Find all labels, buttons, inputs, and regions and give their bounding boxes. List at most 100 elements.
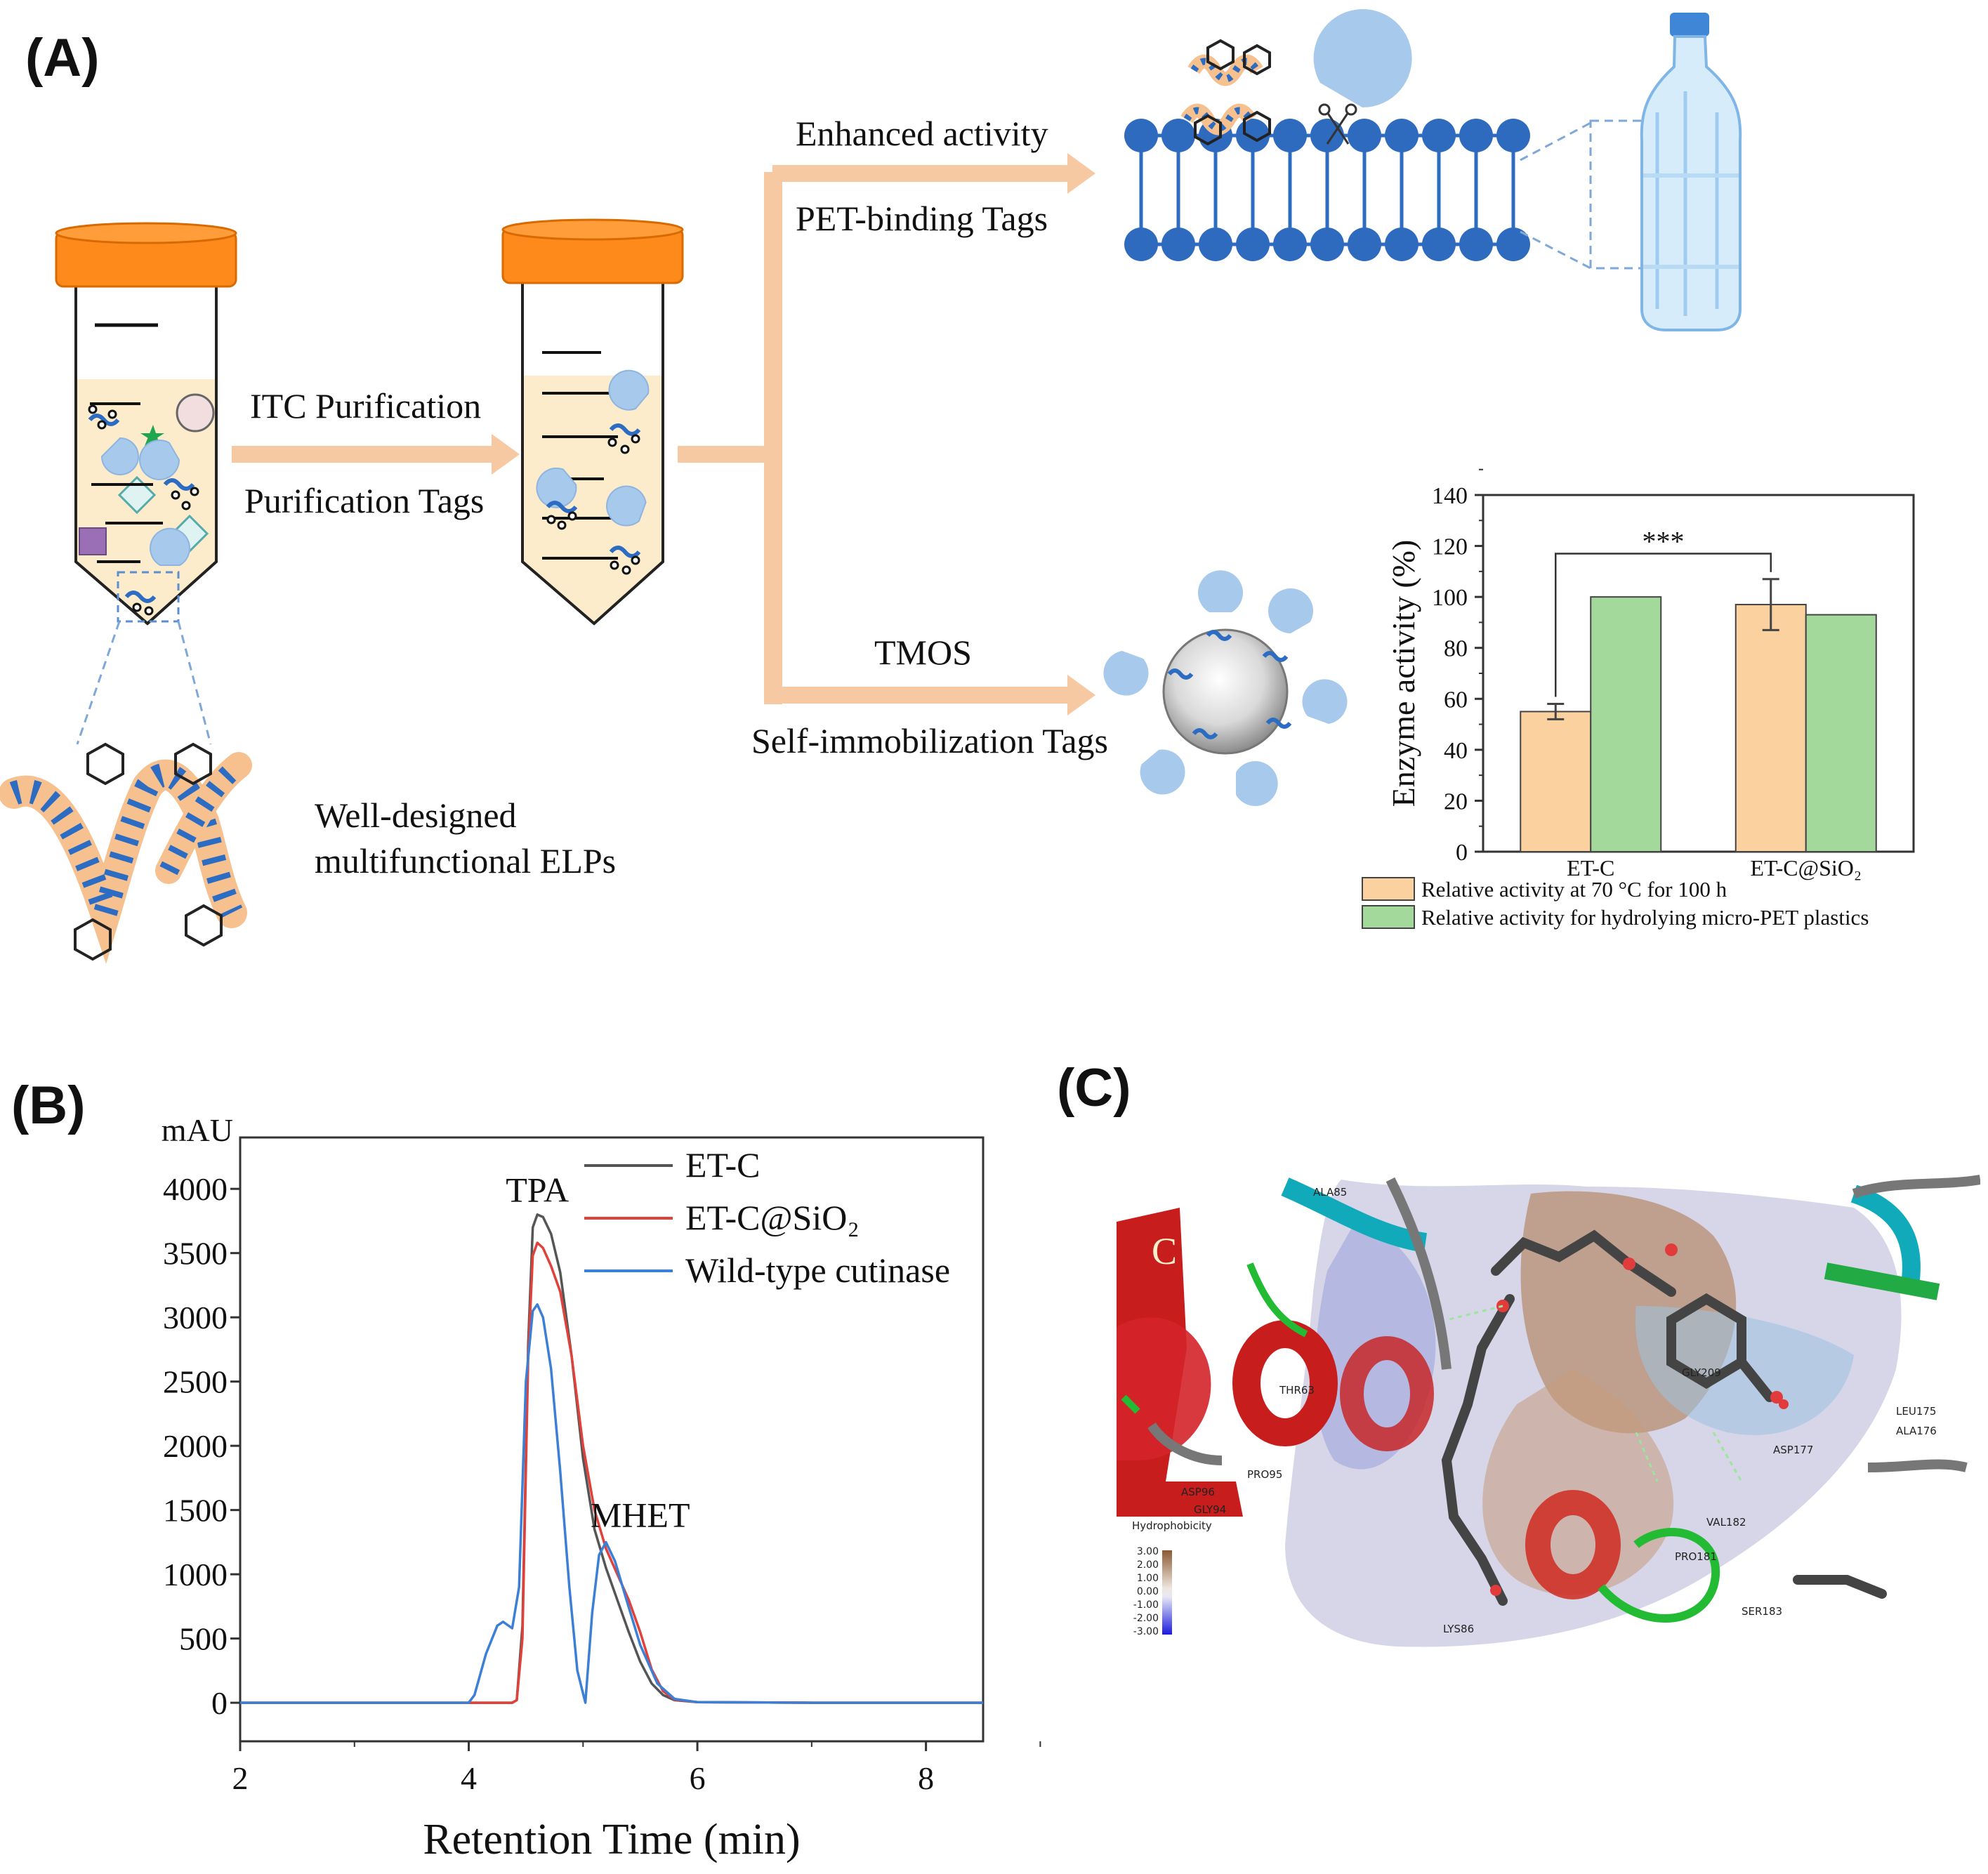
lattice-bead <box>1385 227 1418 261</box>
panel-c-label: (C) <box>1057 1058 1131 1118</box>
hydrophobicity-tick: 1.00 <box>1137 1573 1159 1584</box>
elp-ribbon-illustration <box>0 752 252 964</box>
lattice-bead <box>1161 119 1195 152</box>
bar-ytick-label: 80 <box>1444 636 1468 662</box>
bar <box>1590 596 1662 853</box>
lattice-bead <box>1496 227 1530 261</box>
lattice-bead <box>1348 227 1381 261</box>
line-legend-label: ET-C <box>685 1145 761 1185</box>
lattice-bead <box>1422 119 1456 152</box>
bar-ytick-label: 20 <box>1444 788 1468 814</box>
line-ytick-label: 3500 <box>163 1236 228 1272</box>
benzene-rings-pet <box>1194 39 1271 146</box>
significance-bracket <box>1555 553 1772 697</box>
panel-b-label: (B) <box>11 1076 86 1135</box>
residue-label: ALA176 <box>1896 1425 1937 1437</box>
hydrophobicity-tick: 0.00 <box>1137 1586 1159 1597</box>
bar <box>1520 711 1592 853</box>
bar-legend-label: Relative activity for hydrolying micro-P… <box>1421 905 1869 930</box>
lattice-bead <box>1161 227 1195 261</box>
elps-label-line1: Well-designed <box>315 796 517 835</box>
line-ytick-label: 3000 <box>163 1300 228 1335</box>
hydrophobicity-tick: 2.00 <box>1137 1559 1159 1571</box>
line-xtick-label: 8 <box>918 1760 934 1796</box>
lattice-bead <box>1273 119 1307 152</box>
line-ytick-label: 0 <box>211 1685 228 1721</box>
bar <box>1805 614 1877 852</box>
bar-legend-swatch <box>1362 877 1415 901</box>
line-legend-label: Wild-type cutinase <box>685 1251 950 1290</box>
silica-tags <box>1167 630 1292 739</box>
bar-ylabel: Enzyme activity (%) <box>1385 540 1421 807</box>
line-ytick-label: 500 <box>179 1621 228 1657</box>
line-xtick-label: 2 <box>232 1760 249 1796</box>
line-ytick-label: 1500 <box>163 1493 228 1529</box>
step-enhanced-activity: Enhanced activity <box>796 114 1048 153</box>
scissors-icon <box>1318 103 1357 145</box>
residue-label: ASP177 <box>1773 1444 1813 1456</box>
line-ytick-label: 2500 <box>163 1364 228 1400</box>
lattice-bead <box>1459 227 1493 261</box>
residue-label: PRO95 <box>1247 1468 1282 1481</box>
hydrophobicity-tick: -3.00 <box>1133 1626 1159 1637</box>
line-ytick-label: 2000 <box>163 1428 228 1464</box>
peak-annotation: MHET <box>591 1495 690 1534</box>
lattice-bead <box>1310 119 1344 152</box>
residue-label: PRO181 <box>1675 1550 1717 1563</box>
bar-ytick-label: 60 <box>1444 687 1468 713</box>
hydrophobicity-scale <box>1162 1550 1172 1635</box>
bar-ytick-label: 0 <box>1456 840 1468 866</box>
lattice-bead <box>1236 227 1270 261</box>
silica-particle <box>1162 628 1289 755</box>
elp-squiggles <box>88 414 641 603</box>
lattice-bead <box>1199 227 1232 261</box>
lattice-bead <box>1124 119 1158 152</box>
residue-label: THR63 <box>1279 1384 1315 1397</box>
residue-label: LEU175 <box>1896 1405 1936 1418</box>
residue-label: GLY94 <box>1194 1503 1226 1516</box>
step-purification-tags: Purification Tags <box>244 481 484 520</box>
hydrophobicity-tick: 3.00 <box>1137 1546 1159 1557</box>
lattice-bead <box>1459 119 1493 152</box>
line-xtick-label: 4 <box>461 1760 477 1796</box>
significance-label: *** <box>1643 525 1685 557</box>
residue-label: GLY209 <box>1682 1366 1721 1379</box>
residue-label: ALA85 <box>1313 1186 1347 1199</box>
residue-label: LYS86 <box>1443 1623 1474 1635</box>
bar-ytick-label: 40 <box>1444 738 1468 764</box>
line-series <box>240 1241 983 1704</box>
step-itc-purification: ITC Purification <box>250 386 481 425</box>
line-xlabel: Retention Time (min) <box>423 1816 800 1863</box>
tube-purified <box>501 218 684 626</box>
line-ytick-label: 1000 <box>163 1557 228 1592</box>
bar-ytick-label: 120 <box>1432 534 1468 560</box>
lattice-bead <box>1496 119 1530 152</box>
bar-ytick-label: 100 <box>1432 585 1468 611</box>
lattice-bead <box>1348 119 1381 152</box>
hydrophobicity-title: Hydrophobicity <box>1132 1519 1212 1532</box>
lattice-bead <box>1385 119 1418 152</box>
residue-label: ASP96 <box>1181 1486 1215 1498</box>
residue-label: SER183 <box>1742 1605 1782 1618</box>
bar-legend-label: Relative activity at 70 °C for 100 h <box>1421 877 1727 902</box>
step-pet-binding-tags: PET-binding Tags <box>796 199 1048 238</box>
hydrophobicity-tick: -1.00 <box>1133 1599 1159 1611</box>
benzene-rings-elp <box>74 742 223 961</box>
bar-legend-swatch <box>1362 905 1415 929</box>
enzymes-on-silica <box>1103 570 1348 806</box>
step-tmos: TMOS <box>874 633 972 672</box>
line-legend-label: ET-C@SiO₂ <box>685 1198 860 1237</box>
line-xtick-label: 6 <box>690 1760 706 1796</box>
lattice-bead <box>1273 227 1307 261</box>
lattice-bead <box>1422 227 1456 261</box>
chain-label: C <box>1152 1230 1177 1272</box>
hydrophobicity-tick: -2.00 <box>1133 1613 1159 1624</box>
line-plot-frame <box>239 1136 985 1743</box>
elps-label-line2: multifunctional ELPs <box>315 841 616 880</box>
bar-category-label: ET-C <box>1567 855 1614 880</box>
zoom-lines-bottle <box>1520 119 1659 270</box>
